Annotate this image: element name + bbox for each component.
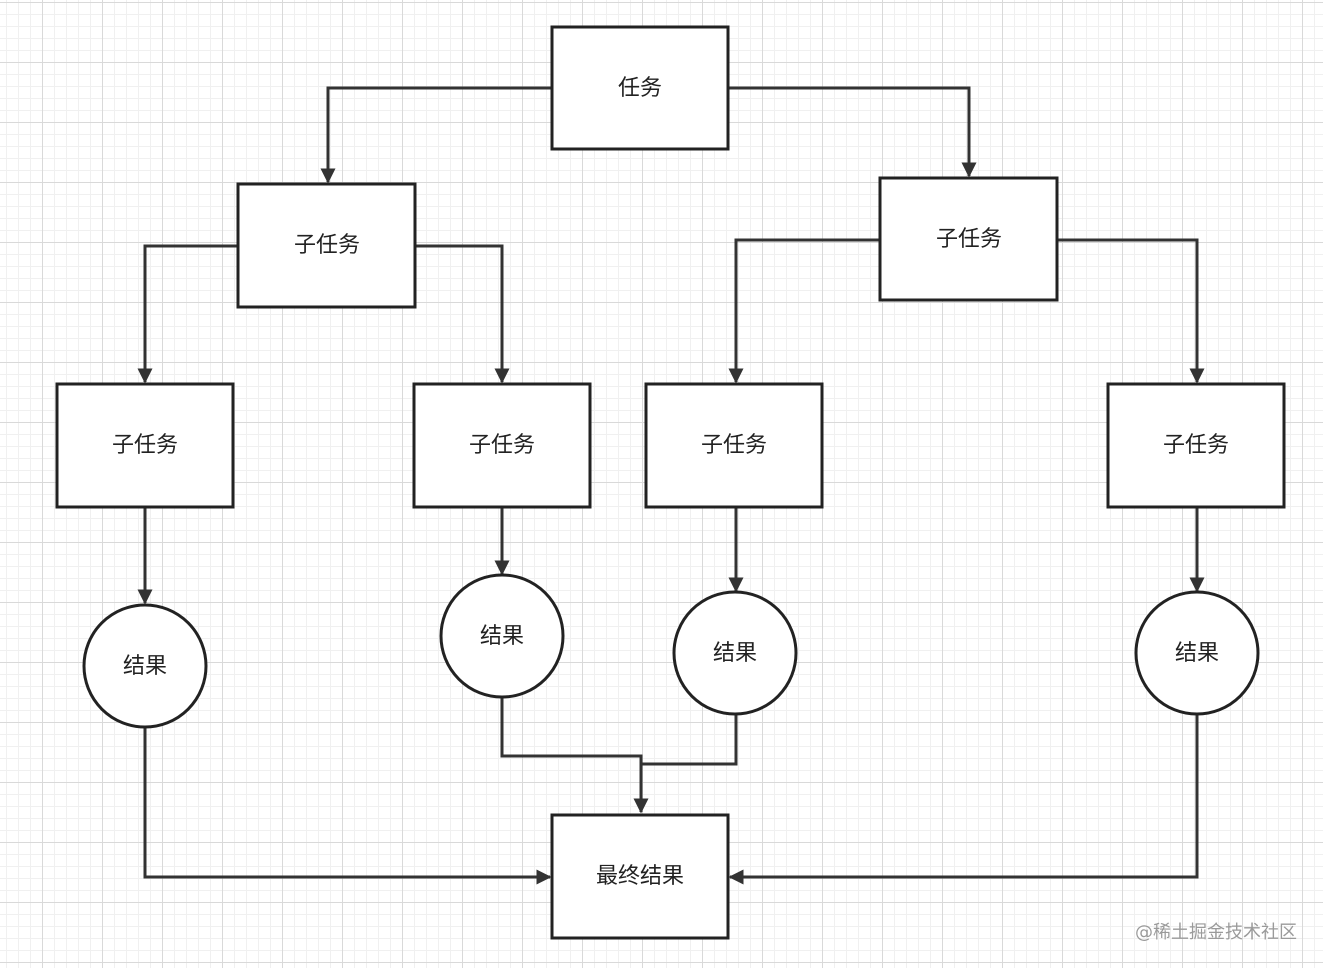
node-subtask-left: 子任务: [236, 182, 417, 309]
node-task-label: 任务: [618, 76, 662, 101]
edge-result-3-to-final: [639, 714, 738, 812]
watermark: @稀土掘金技术社区: [1135, 922, 1297, 943]
node-final-result: 最终结果: [550, 813, 730, 940]
edge-subtask-left-to-subtask-1: [137, 244, 238, 384]
edge-subtask-right-to-subtask-3: [728, 238, 880, 384]
edge-subtask-left-to-subtask-2: [415, 244, 510, 384]
edge-task-to-subtask-right: [728, 86, 977, 178]
node-result-2: 结果: [439, 573, 565, 699]
node-task: 任务: [550, 25, 730, 151]
edge-task-to-subtask-left: [320, 86, 552, 184]
node-result-2-label: 结果: [480, 624, 524, 649]
node-final-result-label: 最终结果: [596, 864, 684, 889]
node-subtask-left-label: 子任务: [294, 233, 360, 258]
node-result-3-label: 结果: [713, 641, 757, 666]
node-subtask-4: 子任务: [1106, 382, 1286, 509]
edges: [137, 86, 1205, 885]
node-subtask-2: 子任务: [412, 382, 592, 509]
node-result-1: 结果: [82, 603, 208, 729]
node-subtask-right-label: 子任务: [936, 227, 1002, 252]
node-subtask-1-label: 子任务: [112, 433, 178, 458]
node-subtask-1: 子任务: [55, 382, 235, 509]
node-subtask-3: 子任务: [644, 382, 824, 509]
node-subtask-3-label: 子任务: [701, 433, 767, 458]
edge-result-2-to-final: [500, 698, 649, 814]
node-result-4: 结果: [1134, 590, 1260, 716]
node-result-4-label: 结果: [1175, 641, 1219, 666]
node-subtask-4-label: 子任务: [1163, 433, 1229, 458]
node-result-1-label: 结果: [123, 654, 167, 679]
edge-subtask-right-to-subtask-4: [1057, 238, 1205, 384]
node-result-3: 结果: [672, 590, 798, 716]
node-subtask-2-label: 子任务: [469, 433, 535, 458]
edge-result-1-to-final: [143, 727, 552, 885]
edge-result-4-to-final: [728, 714, 1199, 885]
node-subtask-right: 子任务: [878, 176, 1059, 302]
